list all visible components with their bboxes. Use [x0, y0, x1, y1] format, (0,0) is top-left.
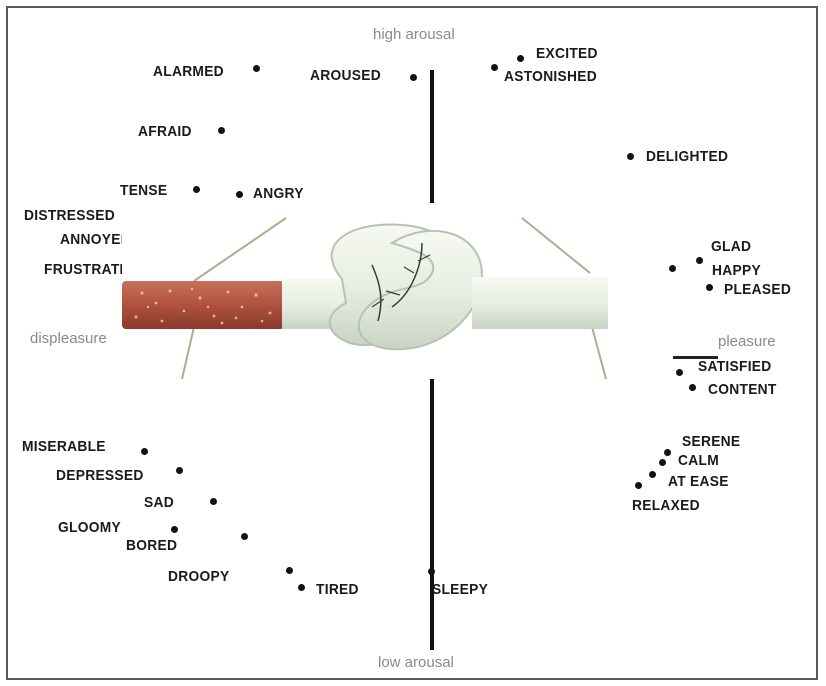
dot-satisfied — [676, 369, 683, 376]
label-content: CONTENT — [708, 381, 777, 398]
axis-label-displeasure: displeasure — [30, 330, 107, 347]
knotted-cigarette-image — [122, 203, 608, 379]
label-annoyed: ANNOYED — [60, 231, 131, 248]
label-sad: SAD — [144, 494, 174, 511]
dot-glad — [696, 257, 703, 264]
dot-calm — [659, 459, 666, 466]
label-serene: SERENE — [682, 433, 740, 450]
label-miserable: MISERABLE — [22, 438, 106, 455]
dot-relaxed — [635, 482, 642, 489]
label-gloomy: GLOOMY — [58, 519, 121, 536]
label-bored: BORED — [126, 537, 177, 554]
dot-depressed — [176, 467, 183, 474]
dot-bored — [241, 533, 248, 540]
label-tense: TENSE — [120, 182, 167, 199]
dot-sleepy — [428, 568, 435, 575]
label-pleased: PLEASED — [724, 281, 791, 298]
label-alarmed: ALARMED — [153, 63, 224, 80]
dot-tired — [298, 584, 305, 591]
label-tired: TIRED — [316, 581, 359, 598]
label-satisfied: SATISFIED — [698, 358, 772, 375]
dot-astonished — [491, 64, 498, 71]
label-droopy: DROOPY — [168, 568, 229, 585]
label-sleepy: SLEEPY — [432, 581, 488, 598]
dot-happy — [669, 265, 676, 272]
label-angry: ANGRY — [253, 185, 304, 202]
label-excited: EXCITED — [536, 45, 598, 62]
label-calm: CALM — [678, 452, 719, 469]
label-afraid: AFRAID — [138, 123, 192, 140]
dot-content — [689, 384, 696, 391]
string-line-right — [522, 218, 590, 273]
dot-afraid — [218, 127, 225, 134]
label-aroused: AROUSED — [310, 67, 381, 84]
axis-label-high-arousal: high arousal — [373, 26, 455, 43]
label-relaxed: RELAXED — [632, 497, 700, 514]
dot-aroused — [410, 74, 417, 81]
label-distressed: DISTRESSED — [24, 207, 115, 224]
axis-label-low-arousal: low arousal — [378, 654, 454, 671]
dot-tense — [193, 186, 200, 193]
dot-droopy — [286, 567, 293, 574]
dot-excited — [517, 55, 524, 62]
label-astonished: ASTONISHED — [504, 68, 597, 85]
dot-pleased — [706, 284, 713, 291]
label-happy: HAPPY — [712, 262, 761, 279]
label-delighted: DELIGHTED — [646, 148, 728, 165]
dot-delighted — [627, 153, 634, 160]
dot-alarmed — [253, 65, 260, 72]
dot-serene — [664, 449, 671, 456]
axis-label-pleasure: pleasure — [718, 333, 776, 350]
circumplex-diagram: high arousal low arousal displeasure ple… — [6, 6, 818, 680]
dot-sad — [210, 498, 217, 505]
label-at-ease: AT EASE — [668, 473, 729, 490]
dot-gloomy — [171, 526, 178, 533]
dot-angry — [236, 191, 243, 198]
dot-miserable — [141, 448, 148, 455]
string-line-left — [194, 218, 286, 281]
dot-at-ease — [649, 471, 656, 478]
label-depressed: DEPRESSED — [56, 467, 144, 484]
label-glad: GLAD — [711, 238, 751, 255]
